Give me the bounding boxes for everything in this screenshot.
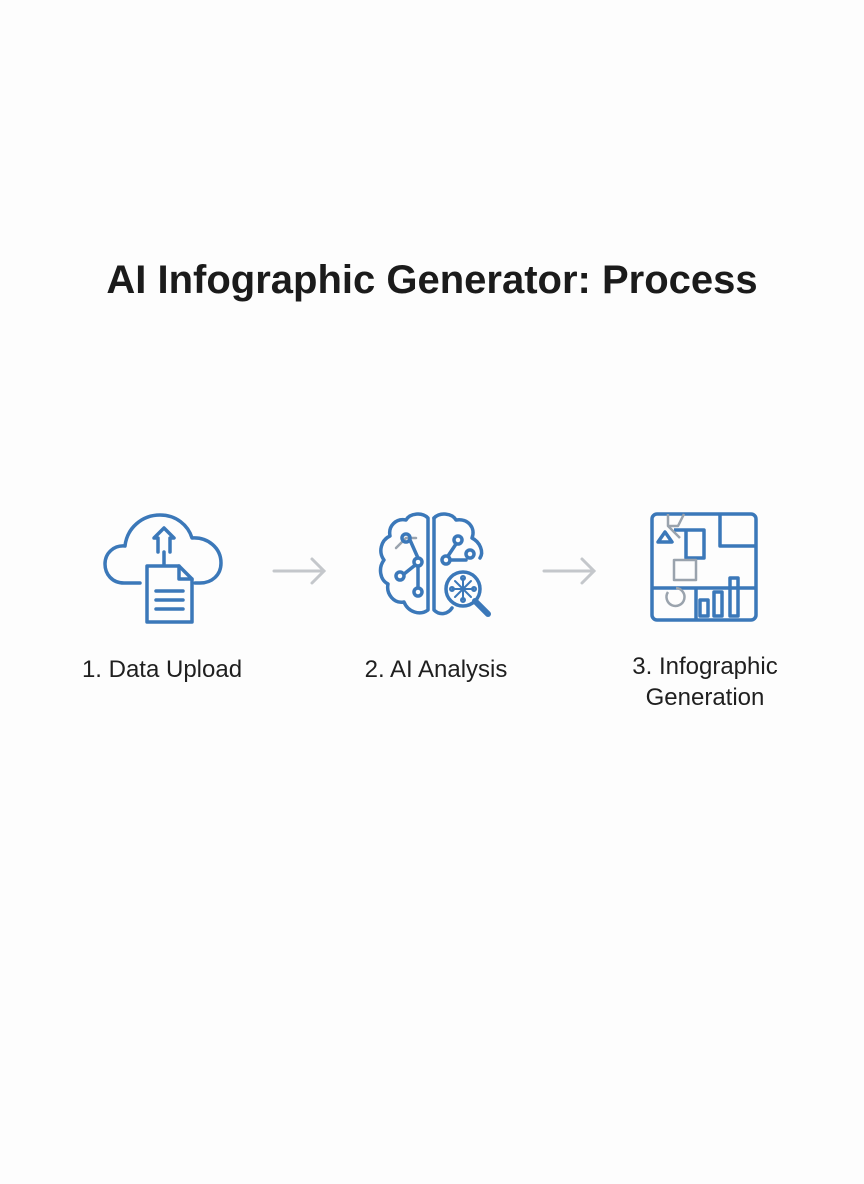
step-2-label: 2. AI Analysis xyxy=(364,656,508,683)
step-3-label-line2: Generation xyxy=(645,684,765,711)
step-1-label: 1. Data Upload xyxy=(81,656,243,683)
step-3-label-line1: 3. Infographic xyxy=(632,653,778,680)
arrow-right-icon xyxy=(542,557,597,585)
brain-magnifier-icon xyxy=(378,512,491,617)
infographic-layout-icon xyxy=(650,512,758,622)
page-title: AI Infographic Generator: Process xyxy=(106,258,758,302)
arrow-right-icon xyxy=(272,557,327,585)
cloud-upload-document-icon xyxy=(103,513,223,624)
step-3-label: 3. Infographic Generation xyxy=(605,651,805,713)
